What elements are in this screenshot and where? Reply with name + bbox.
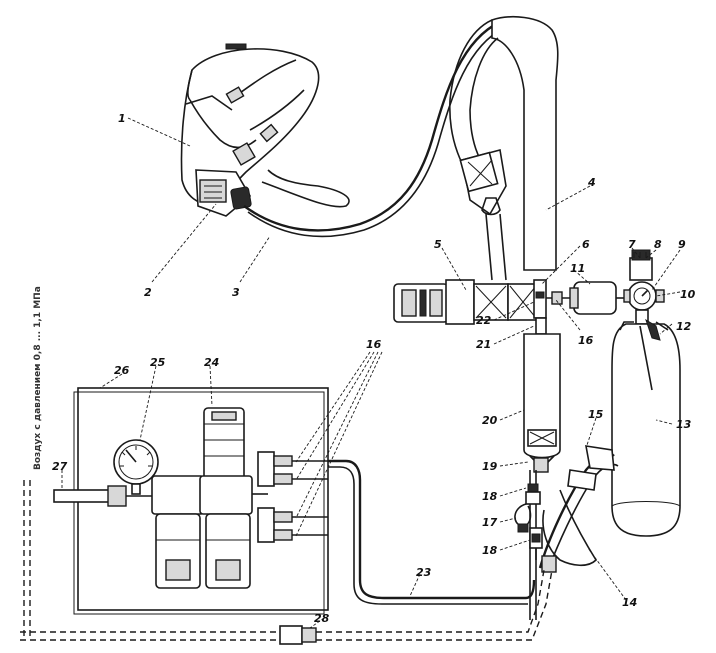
mask-strap [261,169,350,208]
face-mask [180,43,320,205]
label-20: 20 [482,414,498,427]
label-25: 25 [150,356,166,369]
label-13: 13 [676,418,692,431]
pressure-gauge [113,439,159,495]
label-10: 10 [680,288,696,301]
lower-fittings [514,483,543,560]
label-6: 6 [582,238,590,251]
label-16-right: 16 [578,334,594,347]
label-15: 15 [588,408,604,421]
manifold-fittings [533,279,574,335]
label-2: 2 [144,286,152,299]
label-8: 8 [654,238,662,251]
air-cylinder [611,318,681,537]
label-7: 7 [628,238,636,251]
label-26: 26 [114,364,130,377]
side-note: Воздух с давлением 0,8 ... 1,1 МПа [33,286,43,470]
side-dash-marks [23,480,31,640]
label-18-lower: 18 [482,544,498,557]
outlet-couplings [252,451,328,543]
label-14: 14 [622,596,637,609]
part-labels: 1 2 3 4 5 6 7 8 9 10 11 12 13 14 15 16 1… [52,112,696,625]
label-27: 27 [52,460,68,473]
label-19: 19 [482,460,498,473]
label-22: 22 [476,314,492,327]
supply-line [328,459,536,600]
label-9: 9 [678,238,686,251]
label-17: 17 [482,516,498,529]
label-16-left: 16 [366,338,382,351]
shoulder-strap [449,16,559,281]
label-11: 11 [570,262,585,275]
label-24: 24 [204,356,219,369]
breathing-hose-loop [538,445,619,573]
inlet-pipe [53,485,152,507]
label-3: 3 [232,286,240,299]
label-1: 1 [118,112,126,125]
label-18-upper: 18 [482,490,498,503]
demand-valve [195,169,252,217]
label-28: 28 [314,612,330,625]
label-21: 21 [476,338,491,351]
cylinder-valve [623,249,665,325]
pressure-reducer [569,281,628,315]
return-line [20,569,553,645]
label-23: 23 [416,566,432,579]
back-pouch [523,333,561,620]
waist-belt [393,279,539,325]
leader-lines [61,117,681,629]
label-5: 5 [434,238,442,251]
label-4: 4 [587,176,596,189]
filter-units [151,407,253,589]
supply-hose [243,20,501,232]
label-12: 12 [676,320,692,333]
